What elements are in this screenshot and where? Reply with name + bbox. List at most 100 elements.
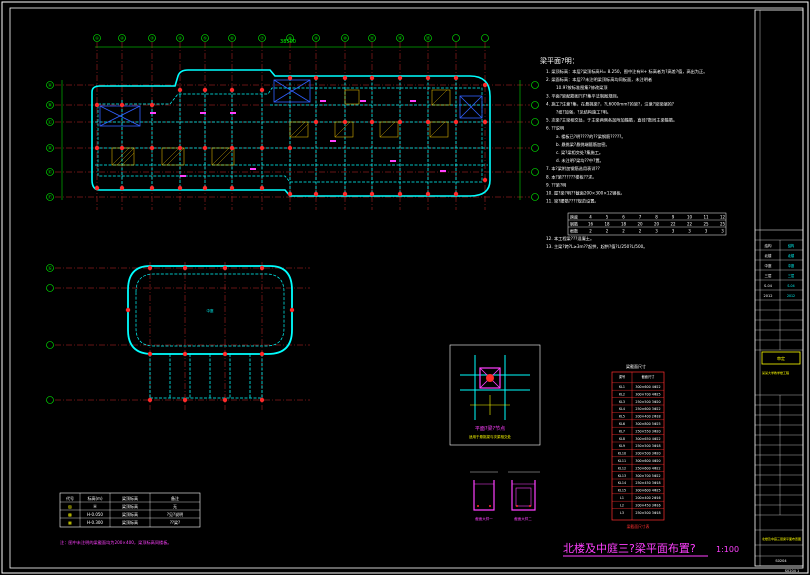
beam-table-cell: 300×700 4Φ25 [635, 392, 660, 396]
beam-table-cell: 300×650 4Φ22 [635, 437, 660, 441]
atrium-beams [149, 354, 263, 399]
notes-table-cell: 20 [637, 222, 643, 227]
notes-table-cell: 3 [721, 229, 724, 234]
title-block: 审定 某某大学教学楼工程 北楼及中庭三层梁平面布置图 结构结构北楼北楼中庭中庭三… [754, 9, 804, 567]
notes-table-cell: 12 [720, 215, 726, 220]
grid-axis-col-label: ⑥ [230, 36, 234, 41]
title-block-row: 北楼 [765, 253, 773, 258]
section-a-label: 截面大样一 [475, 516, 493, 521]
grid-axis-col-label: ⑦ [260, 36, 264, 41]
notes-table-cell: 22 [670, 222, 676, 227]
notes-table-cell: 2 [639, 229, 642, 234]
note-line: 4. 施工?注意?集，在悬挑梁?，?L6000mm?的梁?，注意?梁梁端的? [546, 100, 674, 107]
grid-axis-col-label: ⑫ [398, 35, 402, 41]
notes-table-cell: 18 [621, 222, 627, 227]
beam-table-cell: KL1 [619, 385, 625, 389]
title-block-row-value: 三层 [788, 273, 794, 278]
beam-table-cell: KL10 [618, 452, 626, 456]
note-line: 9. ??梁?明 [546, 181, 566, 188]
beam-table-cell: 250×500 3Φ18 [635, 511, 660, 515]
beam-table-cell: KL3 [619, 400, 625, 404]
legend-cell: ▦ [68, 520, 72, 525]
atrium-label: 中庭 [207, 308, 214, 313]
columns [94, 75, 488, 197]
beam-table-cell: 300×600 4Φ22 [635, 385, 660, 389]
stair-openings [99, 79, 483, 127]
hatched-slab-regions [111, 89, 451, 166]
title-block-row-value: 北楼 [788, 253, 795, 258]
beam-table-cell: KL12 [618, 466, 626, 470]
notes-heading: 梁平面?明： [540, 56, 579, 65]
drawing-frame-inner [9, 7, 804, 569]
notes-table-cell: 2 [589, 229, 592, 234]
grid-axis-row-label: Ⓔ [48, 169, 52, 175]
drawing-title: 北楼及中庭三?梁平面布置? [563, 541, 696, 555]
title-block-row-value: 中庭 [788, 263, 795, 268]
beam-table-cell: 250×600 4Φ22 [635, 466, 660, 470]
legend-cell: ▩ [68, 512, 72, 517]
note-line: ?扭?加强，?见结构施工?明。 [556, 109, 611, 116]
notes-table-cell: 11 [703, 215, 709, 220]
note-line: 13. 主梁?跨?L≥3m??起拱，起拱?值?L/250?L/500。 [546, 243, 647, 250]
grid-axis-col-label: ⑤ [203, 36, 207, 41]
note-line: 12. 本工程梁???混凝土。 [546, 235, 594, 242]
notes-block: 梁平面?明： 1. 梁顶标高：本层?梁顶标高H= 8.250，图中注有H+ 标高… [540, 56, 727, 250]
grid-axis-col-label: ⑨ [314, 36, 318, 41]
title-block-stamp: 审定 [777, 355, 785, 361]
beam-table-cell: KL2 [619, 392, 625, 396]
grid-axis-col-label: ② [120, 36, 124, 41]
legend-header: 标高(m) [87, 495, 102, 501]
note-line: 3. 平面?梁配筋图?详?集平法制图规则。 [546, 92, 621, 99]
grid-axis-row-label: Ⓕ [48, 194, 52, 200]
notes-table-cell: 22 [687, 222, 693, 227]
beam-table-caption: 梁截面尺寸表 [627, 524, 650, 529]
atrium-plan: 中庭 [46, 262, 310, 410]
notes-table-cell: 3 [688, 229, 691, 234]
notes-table-cell: 7 [639, 215, 642, 220]
atrium-outline [127, 265, 293, 355]
beam-table-cell: 200×500 3Φ20 [635, 452, 660, 456]
notes-table-cell: 钢筋 [570, 221, 578, 227]
atrium-axis-bubbles [46, 264, 54, 404]
notes-table-cell: 20 [654, 222, 660, 227]
section-b-label: 截面大样二 [514, 516, 532, 521]
grid-axis-col-label: ④ [178, 36, 182, 41]
beam-table-cell: L1 [620, 496, 624, 500]
beam-table-cell: 300×600 4Φ20 [635, 459, 660, 463]
grid-axis-row-label: Ⓓ [48, 145, 52, 151]
beam-table-cell: KL4 [619, 407, 625, 411]
beam-node-detail: 平面?梁?节点 适用于悬挑梁与次梁相交处 [449, 344, 541, 446]
beam-table-cell: KL5 [619, 415, 625, 419]
beam-table-cell: KL15 [618, 489, 626, 493]
legend-cell: 无 [173, 504, 177, 509]
notes-table-cell: 25 [720, 222, 726, 227]
grid-axis-col-label: ③ [150, 36, 154, 41]
north-building-inner-wall [97, 87, 483, 183]
note-line: 1. 梁顶标高：本层?梁顶标高H= 8.250，图中注有H+ 标高者为?高差?值… [546, 68, 707, 75]
note-line: b. 悬挑梁?悬挑端箍筋加密。 [556, 141, 610, 148]
note-line: a. 楼板已?明????的??梁钢筋?????。 [556, 133, 626, 140]
note-line: 5. 次梁?主梁相交处，于主梁两侧各加附加箍筋，直径?数同主梁箍筋。 [546, 117, 677, 124]
title-block-row: 结构 [765, 243, 773, 248]
notes-table-cell: 10 [687, 215, 693, 220]
note-line: 2. 梁面标高：本层??未注明梁顶标高均同板面，未注明者 [546, 76, 652, 83]
legend-cell: ?见?说明 [167, 511, 183, 517]
note-line: 10.9?按标准图集?修改梁顶 [556, 84, 608, 91]
beam-table-cell: 250×550 3Φ20 [635, 429, 660, 433]
beam-label-marks [150, 100, 446, 177]
beam-table-cell: KL9 [619, 444, 625, 448]
notes-table-cell: 4 [589, 215, 592, 220]
beam-table-cell: 200×400 2Φ16 [635, 496, 660, 500]
note-line: 7. 本?梁附加钢筋选用表详?? [546, 165, 600, 172]
grid-axis-col-label: ⑧ [288, 36, 292, 41]
legend-cell: ▨ [68, 504, 72, 509]
grid-axis-col-label: ⑪ [370, 35, 374, 41]
title-block-row: 2012 [764, 294, 773, 298]
axis-bubbles-sides [46, 81, 539, 201]
notes-table-cell: 3 [672, 229, 675, 234]
title-block-row-value: S-04 [787, 284, 794, 288]
detail-subcaption: 适用于悬挑梁与次梁相交处 [469, 434, 511, 439]
